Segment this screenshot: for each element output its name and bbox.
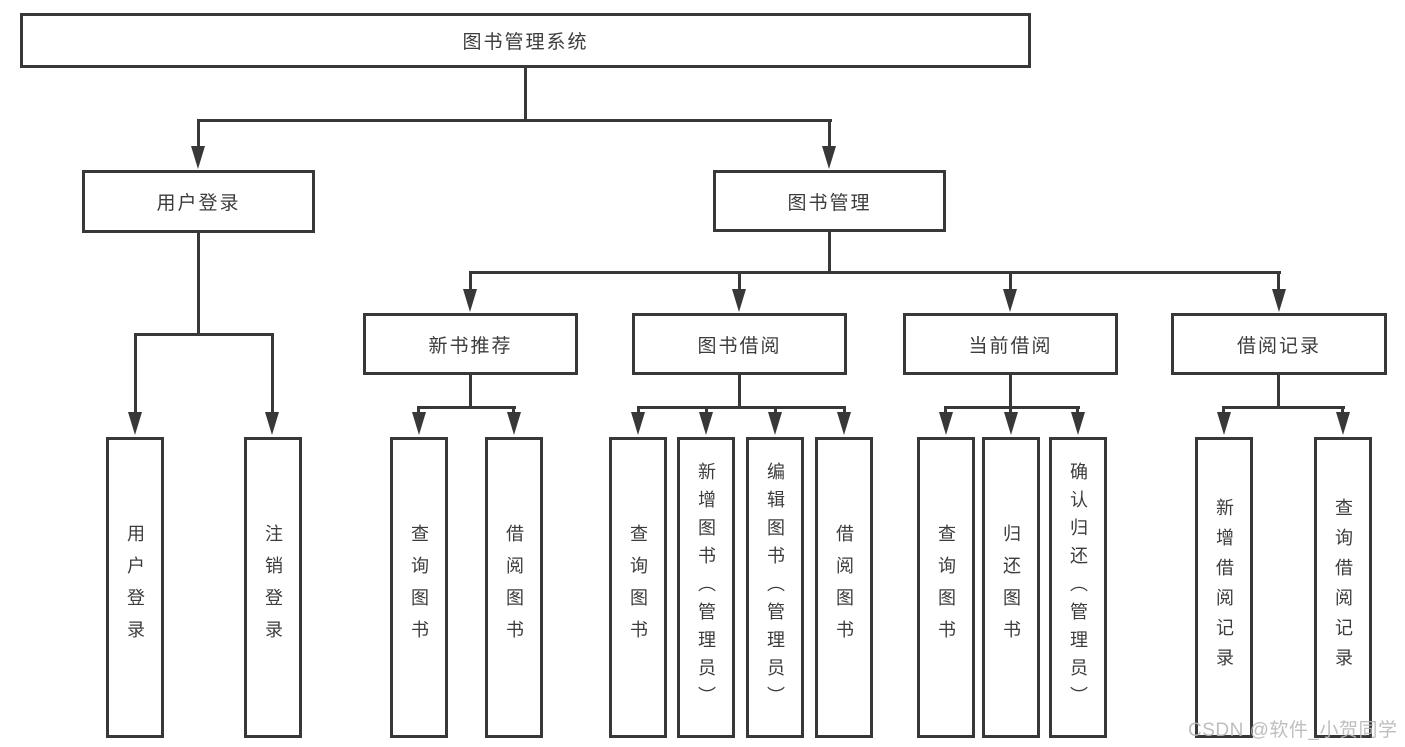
connector-line: [1009, 406, 1012, 414]
node-user-login: 用户登录: [82, 170, 315, 233]
leaf-query-borrow-record: 查询借阅记录: [1314, 437, 1372, 738]
arrowhead-icon: [128, 412, 142, 435]
connector-line: [828, 230, 831, 273]
connector-line: [469, 271, 1281, 274]
arrowhead-icon: [463, 289, 477, 312]
leaf-label: 确认归还（管理员）: [1068, 461, 1088, 714]
leaf-user-login: 用户登录: [106, 437, 164, 738]
arrowhead-icon: [191, 146, 205, 169]
leaf-add-books-admin: 新增图书（管理员）: [677, 437, 735, 738]
connector-line: [197, 119, 200, 148]
leaf-label: 借阅图书: [504, 523, 524, 652]
connector-line: [197, 231, 200, 335]
arrowhead-icon: [1217, 412, 1231, 435]
connector-line: [1222, 406, 1345, 409]
connector-line: [637, 406, 846, 409]
node-book-borrow: 图书借阅: [632, 313, 847, 375]
leaf-borrow-books-1: 借阅图书: [485, 437, 543, 738]
arrowhead-icon: [732, 289, 746, 312]
csdn-watermark: CSDN @软件_小贺同学: [1188, 720, 1398, 741]
node-label: 图书管理: [787, 192, 872, 214]
connector-line: [417, 406, 420, 414]
arrowhead-icon: [1003, 289, 1017, 312]
connector-line: [1277, 375, 1280, 409]
leaf-logout: 注销登录: [244, 437, 302, 738]
connector-line: [512, 406, 515, 414]
leaf-add-borrow-record: 新增借阅记录: [1195, 437, 1253, 738]
leaf-label: 查询借阅记录: [1333, 497, 1353, 678]
arrowhead-icon: [1004, 412, 1018, 435]
connector-line: [271, 333, 274, 414]
connector-line: [738, 271, 741, 291]
leaf-edit-books-admin: 编辑图书（管理员）: [746, 437, 804, 738]
leaf-query-books-2: 查询图书: [609, 437, 667, 738]
leaf-borrow-books-2: 借阅图书: [815, 437, 873, 738]
node-label: 当前借阅: [968, 335, 1053, 357]
node-label: 图书管理系统: [462, 32, 589, 53]
arrowhead-icon: [1272, 289, 1286, 312]
node-borrow-records: 借阅记录: [1171, 313, 1387, 375]
arrowhead-icon: [837, 412, 851, 435]
leaf-label: 新增借阅记录: [1214, 497, 1234, 678]
leaf-label: 用户登录: [125, 523, 145, 652]
connector-line: [1341, 406, 1344, 414]
arrowhead-icon: [412, 412, 426, 435]
leaf-label: 新增图书（管理员）: [696, 461, 716, 714]
node-new-book-recommend: 新书推荐: [363, 313, 578, 375]
node-label: 用户登录: [156, 193, 241, 214]
leaf-label: 查询图书: [628, 523, 648, 652]
leaf-return-books: 归还图书: [982, 437, 1040, 738]
connector-line: [705, 406, 708, 414]
connector-line: [944, 406, 947, 414]
node-current-borrow: 当前借阅: [903, 313, 1118, 375]
connector-line: [134, 333, 274, 336]
connector-line: [417, 406, 516, 409]
arrowhead-icon: [631, 412, 645, 435]
leaf-label: 注销登录: [263, 523, 283, 652]
connector-line: [843, 406, 846, 414]
arrowhead-icon: [822, 146, 836, 169]
connector-line: [469, 271, 472, 291]
arrowhead-icon: [1336, 412, 1350, 435]
leaf-query-books-1: 查询图书: [390, 437, 448, 738]
node-library-management-system: 图书管理系统: [20, 13, 1031, 68]
connector-line: [1222, 406, 1225, 414]
connector-line: [944, 406, 1080, 409]
connector-line: [134, 333, 137, 414]
node-label: 新书推荐: [428, 335, 513, 357]
connector-line: [524, 66, 527, 120]
leaf-label: 查询图书: [936, 523, 956, 652]
connector-line: [1009, 271, 1012, 291]
leaf-label: 查询图书: [409, 523, 429, 652]
arrowhead-icon: [768, 412, 782, 435]
leaf-confirm-return-admin: 确认归还（管理员）: [1049, 437, 1107, 738]
arrowhead-icon: [507, 412, 521, 435]
arrowhead-icon: [699, 412, 713, 435]
connector-line: [1277, 271, 1280, 291]
node-label: 图书借阅: [697, 335, 782, 357]
arrowhead-icon: [1071, 412, 1085, 435]
connector-line: [197, 119, 832, 122]
arrowhead-icon: [939, 412, 953, 435]
arrowhead-icon: [265, 412, 279, 435]
node-book-management: 图书管理: [713, 170, 946, 232]
leaf-label: 归还图书: [1001, 523, 1021, 652]
leaf-label: 借阅图书: [834, 523, 854, 652]
connector-line: [1076, 406, 1079, 414]
node-label: 借阅记录: [1236, 335, 1321, 357]
leaf-query-books-3: 查询图书: [917, 437, 975, 738]
connector-line: [774, 406, 777, 414]
connector-line: [1009, 375, 1012, 409]
connector-line: [637, 406, 640, 414]
connector-line: [738, 375, 741, 409]
connector-line: [828, 119, 831, 148]
connector-line: [469, 375, 472, 409]
leaf-label: 编辑图书（管理员）: [765, 461, 785, 714]
